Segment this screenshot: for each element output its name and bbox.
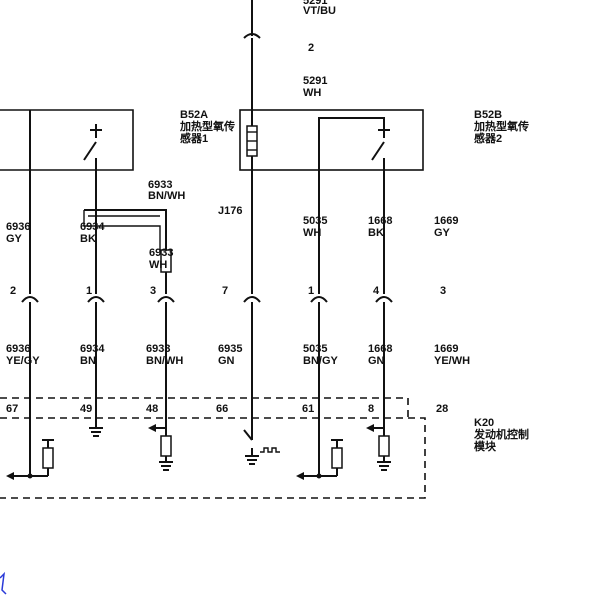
upper-wire-color: WH	[303, 87, 321, 99]
lower-wire-code-2: 6934	[80, 343, 105, 355]
top-connector-pin	[243, 33, 261, 39]
upper-wire-code-6: 1669	[434, 215, 458, 227]
wire-5035-loop	[318, 117, 385, 294]
module-boundary-top	[0, 397, 409, 418]
upper-wire-code-2: 6934	[80, 221, 105, 233]
module-circuit-8	[366, 424, 391, 471]
upper-wire-color-2: BK	[80, 233, 96, 245]
lower-wire-color-3: BN/WH	[146, 355, 183, 367]
module-pin-1: 67	[6, 403, 18, 415]
sensor-b-id: B52B	[474, 109, 502, 121]
splice-wire-color: BN/WH	[148, 190, 185, 202]
module-id: K20	[474, 417, 494, 429]
module-pin-5: 61	[302, 403, 314, 415]
lower-wire-code-1: 6936	[6, 343, 30, 355]
upper-wire-code-3: 6933	[149, 247, 173, 259]
upper-wire-color-4: WH	[303, 227, 321, 239]
top-connector-pin-number: 2	[308, 42, 314, 54]
module-boundary	[0, 417, 426, 499]
module-name-line1: 发动机控制	[473, 427, 529, 441]
upper-wire-code-5: 1668	[368, 215, 392, 227]
top-wire-color: VT/BU	[303, 5, 336, 17]
upper-wire-color-1: GY	[6, 233, 23, 245]
module-circuit-67	[6, 439, 54, 480]
sensor-a-box	[0, 109, 134, 171]
sensor-b-name-line1: 加热型氧传	[473, 119, 529, 133]
upper-wire-code-4: 5035	[303, 215, 327, 227]
connector-pin-4: 7	[222, 285, 228, 297]
upper-wire-color-3: WH	[149, 259, 167, 271]
connector-pin-1: 2	[10, 285, 16, 297]
lower-wire-color-5: BN/GY	[303, 355, 339, 367]
upper-wire-code: 5291	[303, 75, 327, 87]
splice-wire-inner	[83, 210, 161, 250]
lower-wire-code-7: 1669	[434, 343, 458, 355]
module-circuit-48	[148, 424, 173, 471]
lower-wire-color-7: YE/WH	[434, 355, 470, 367]
upper-wire-color-5: BK	[368, 227, 384, 239]
module-ground-49	[89, 427, 103, 437]
lower-wires	[29, 302, 385, 476]
module-pin-2: 49	[80, 403, 92, 415]
connector-pin-3: 3	[150, 285, 156, 297]
module-pin-4: 66	[216, 403, 228, 415]
splice-wire-top	[84, 209, 167, 250]
connector-pin-7: 3	[440, 285, 446, 297]
module-heater-driver-66	[243, 429, 280, 465]
top-wire-code: 5291	[303, 0, 327, 7]
lower-wire-code-4: 6935	[218, 343, 242, 355]
module-name-line2: 模块	[474, 439, 497, 453]
connector-pin-6: 4	[373, 285, 380, 297]
sensor-a-name-line2: 感器1	[180, 131, 208, 145]
sensor-a-name-line1: 加热型氧传	[179, 119, 235, 133]
sensor-a-id: B52A	[180, 109, 208, 121]
sensor-b-name-line2: 感器2	[474, 131, 502, 145]
lower-wire-color-6: GN	[368, 355, 385, 367]
sensor-b-box	[239, 109, 424, 171]
upper-wire-code-1: 6936	[6, 221, 30, 233]
lower-wire-code-3: 6933	[146, 343, 170, 355]
lower-wire-color-1: YE/GY	[6, 355, 40, 367]
splice-wire-code: 6933	[148, 179, 172, 191]
connector-pin-5: 1	[308, 285, 314, 297]
lower-wire-code-6: 1668	[368, 343, 392, 355]
connector-row	[21, 296, 393, 303]
connector-pin-2: 1	[86, 285, 92, 297]
module-pin-6: 8	[368, 403, 374, 415]
lower-wire-code-5: 5035	[303, 343, 327, 355]
module-pin-3: 48	[146, 403, 158, 415]
sensor-b-switch	[371, 129, 390, 294]
splice-id: J176	[218, 205, 242, 217]
module-pin-7: 28	[436, 403, 448, 415]
edge-mark	[0, 571, 7, 595]
lower-wire-color-4: GN	[218, 355, 235, 367]
upper-wire-color-6: GY	[434, 227, 451, 239]
lower-wire-color-2: BN	[80, 355, 96, 367]
module-circuit-61	[296, 439, 343, 480]
